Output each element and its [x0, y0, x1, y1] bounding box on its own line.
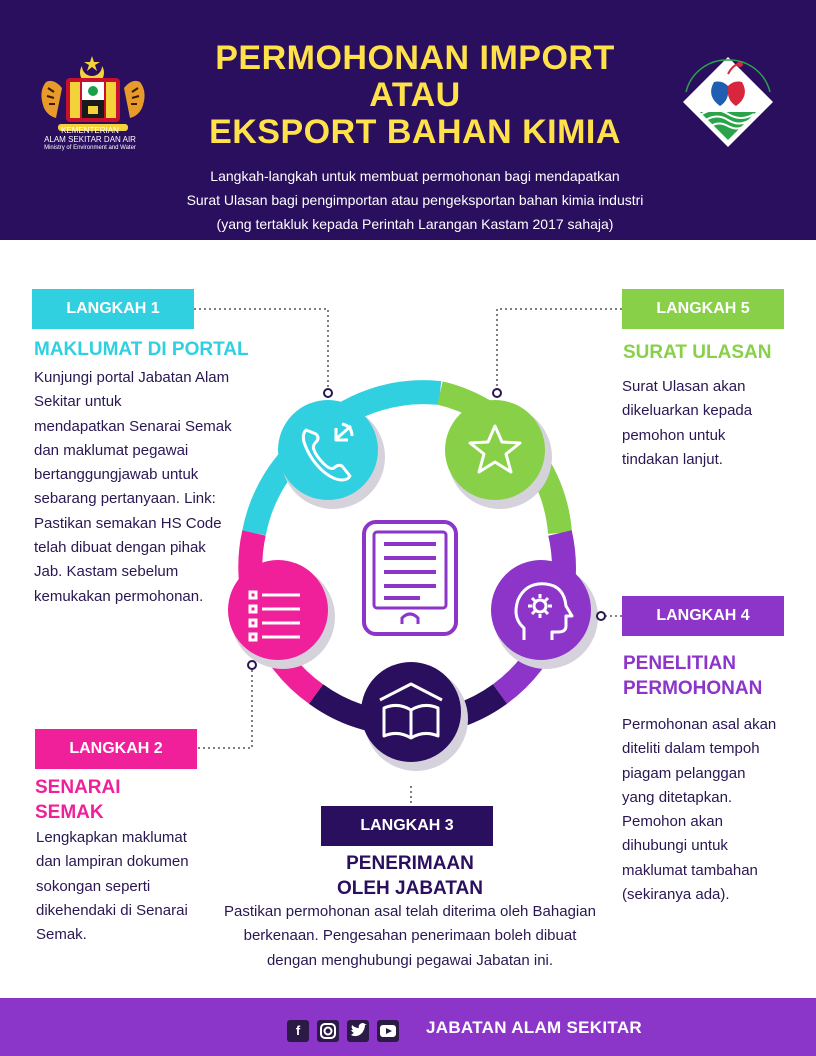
step-2-body-line: sokongan seperti [36, 877, 151, 895]
step-4-body-line: diteliti dalam tempoh [622, 740, 760, 758]
step-2-heading-line-1: SENARAI [35, 777, 121, 798]
motto-ribbon [58, 124, 128, 131]
step-4-body-line: maklumat tambahan [622, 861, 758, 879]
step-1-body: Kunjungi portal Jabatan Alam Sekitar unt… [34, 366, 274, 609]
step-2-body-line: dan lampiran dokumen [36, 853, 189, 871]
step-2-body-line: dikehendaki di Senarai [36, 901, 188, 919]
subtitle-line-1: Langkah-langkah untuk membuat permohonan… [210, 168, 620, 184]
ministry-line-2: ALAM SEKITAR DAN AIR [44, 135, 136, 144]
step-3-heading: PENERIMAAN OLEH JABATAN [300, 851, 520, 901]
youtube-icon[interactable] [377, 1020, 399, 1042]
step-4-body-line: Pemohon akan [622, 813, 723, 831]
tiger-left [41, 80, 62, 118]
tiger-right [124, 80, 145, 118]
step-3-body-line: Pastikan permohonan asal telah diterima … [224, 903, 596, 920]
step-1-body-line: bertanggungjawab untuk [34, 466, 199, 484]
subtitle-line-2: Surat Ulasan bagi pengimportan atau peng… [186, 192, 644, 208]
step-1-body-line: Sekitar untuk [34, 393, 122, 411]
page-title: PERMOHONAN IMPORT ATAU EKSPORT BAHAN KIM… [175, 40, 655, 151]
step-4-label: LANGKAH 4 [622, 596, 784, 636]
coat-of-arms-logo [41, 56, 145, 131]
step-1-heading-line-1: MAKLUMAT DI PORTAL [34, 339, 249, 360]
step-2-label: LANGKAH 2 [35, 729, 197, 769]
step-2-body: Lengkapkan maklumat dan lampiran dokumen… [36, 826, 216, 947]
step-1-body-line: Pastikan semakan HS Code [34, 514, 222, 532]
title-line-1: PERMOHONAN IMPORT [215, 39, 615, 77]
step-3-body: Pastikan permohonan asal telah diterima … [200, 900, 620, 973]
step-3-circle [361, 662, 468, 771]
step-5-label: LANGKAH 5 [622, 289, 784, 329]
connector-step-2 [198, 668, 253, 749]
twitter-icon[interactable] [347, 1020, 369, 1042]
step-4-heading-line-2: PERMOHONAN [623, 678, 763, 699]
step-4-body-line: yang ditetapkan. [622, 788, 733, 806]
tablet-document-icon [362, 520, 458, 636]
step-5-body-line: pemohon untuk [622, 426, 726, 444]
step-1-body-line: sebarang pertanyaan. Link: [34, 490, 216, 508]
connector-dot-step-4 [596, 611, 606, 621]
header-banner: PERMOHONAN IMPORT ATAU EKSPORT BAHAN KIM… [0, 0, 816, 240]
step-1-body-line: kemukakan permohonan. [34, 587, 204, 605]
step-5-body-line: dikeluarkan kepada [622, 402, 753, 420]
star-icon [468, 424, 522, 474]
step-5-body: Surat Ulasan akan dikeluarkan kepada pem… [622, 375, 802, 472]
step-4-heading-line-1: PENELITIAN [623, 653, 736, 674]
step-1-body-line: Kunjungi portal Jabatan Alam [34, 369, 230, 386]
step-1-body-line: mendapatkan Senarai Semak [34, 417, 232, 435]
step-5-body-line: Surat Ulasan akan [622, 378, 746, 395]
title-line-3: EKSPORT BAHAN KIMIA [209, 113, 621, 151]
step-4-body-line: dihubungi untuk [622, 837, 728, 855]
connector-dot-step-2 [247, 660, 257, 670]
step-5-heading-line-1: SURAT ULASAN [623, 342, 772, 363]
step-1-body-line: Jab. Kastam sebelum [34, 563, 179, 581]
step-1-heading: MAKLUMAT DI PORTAL [34, 337, 294, 362]
step-4-body: Permohonan asal akan diteliti dalam temp… [622, 713, 807, 907]
step-4-circle [491, 560, 598, 669]
subtitle-line-3: (yang tertakluk kepada Perintah Larangan… [216, 216, 614, 232]
step-3-body-line: berkenaan. Pengesahan penerimaan boleh d… [243, 927, 577, 945]
instagram-icon[interactable] [317, 1020, 339, 1042]
head-gear-icon [514, 582, 574, 640]
step-3-body-line: dengan menghubungi pegawai Jabatan ini. [266, 951, 554, 969]
phone-icon [301, 422, 354, 482]
ministry-line-3: Ministry of Environment and Water [44, 145, 136, 151]
footer-bar: f JABATAN ALAM SEKITAR [0, 998, 816, 1056]
step-1-body-line: telah dibuat dengan pihak [34, 539, 206, 557]
title-line-2: ATAU [369, 76, 461, 114]
step-2-body-line: Lengkapkan maklumat [36, 829, 187, 846]
step-2-body-line: Semak. [36, 926, 87, 944]
facebook-icon[interactable]: f [287, 1020, 309, 1042]
step-5-heading: SURAT ULASAN [623, 340, 803, 365]
step-2-heading-line-2: SEMAK [35, 802, 104, 823]
step-1-circle [278, 400, 385, 509]
jas-logo [683, 57, 773, 147]
step-4-body-line: (sekiranya ada). [622, 886, 730, 904]
footer-department-name: JABATAN ALAM SEKITAR [426, 1018, 642, 1037]
step-3-heading-line-2: OLEH JABATAN [336, 878, 484, 899]
connector-step-5 [496, 308, 622, 390]
ministry-name: KEMENTERIAN ALAM SEKITAR DAN AIR Ministr… [30, 126, 150, 153]
step-1-body-line: dan maklumat pegawai [34, 441, 189, 459]
connector-dot-step-5 [492, 388, 502, 398]
step-3-label: LANGKAH 3 [321, 806, 493, 846]
page-subtitle: Langkah-langkah untuk membuat permohonan… [150, 164, 680, 236]
connector-dot-step-1 [323, 388, 333, 398]
book-icon [379, 682, 443, 740]
step-4-heading: PENELITIAN PERMOHONAN [623, 651, 803, 701]
step-4-body-line: Permohonan asal akan [622, 716, 777, 733]
ministry-line-1: KEMENTERIAN [61, 126, 119, 135]
step-1-label: LANGKAH 1 [32, 289, 194, 329]
shield [66, 78, 120, 122]
checklist-icon [248, 590, 300, 642]
step-2-circle [228, 560, 335, 669]
step-4-body-line: piagam pelanggan [622, 764, 746, 782]
step-5-circle [445, 400, 552, 509]
step-3-heading-line-1: PENERIMAAN [346, 853, 474, 874]
step-5-body-line: tindakan lanjut. [622, 450, 723, 468]
step-2-heading: SENARAI SEMAK [35, 775, 215, 825]
